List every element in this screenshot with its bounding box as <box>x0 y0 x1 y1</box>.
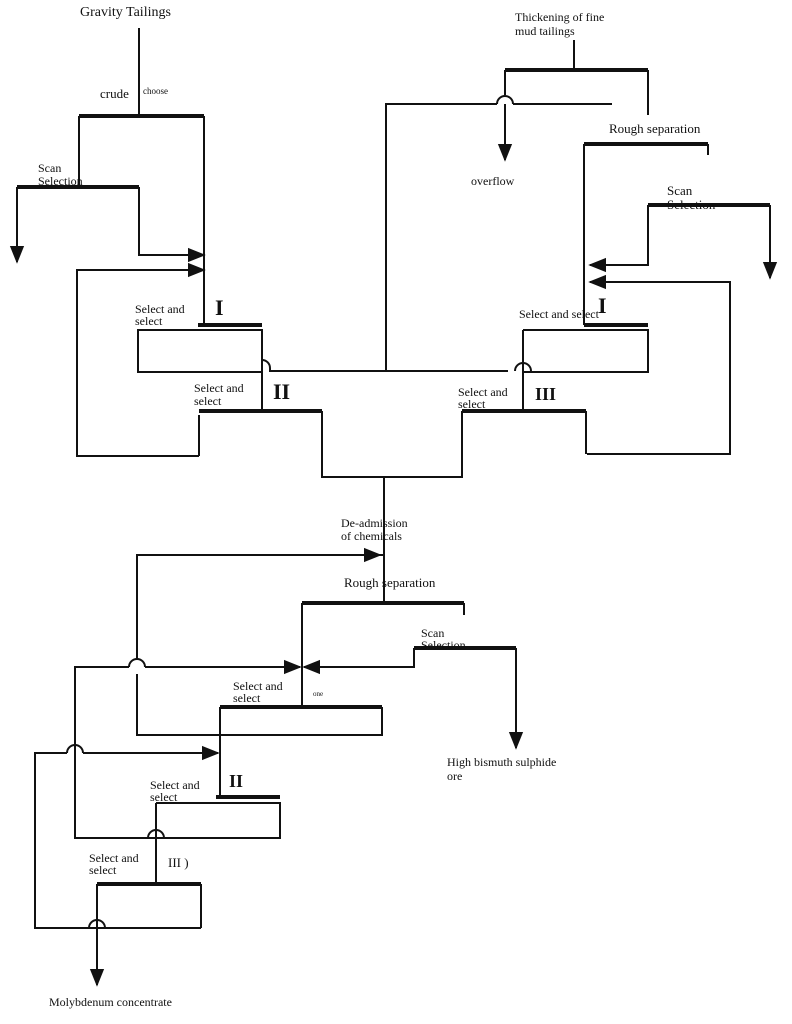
rough-separation-bottom-label: Rough separation <box>344 575 436 590</box>
rough-separation-top-label: Rough separation <box>609 121 701 136</box>
crude-label: crude <box>100 86 129 101</box>
scan-right-label-1: Scan <box>667 183 693 198</box>
roman-I-right: I <box>598 293 607 318</box>
select-III-bottom-label-1: Select and <box>89 851 139 865</box>
hop-97 <box>88 919 106 929</box>
scan-left-return <box>138 187 206 263</box>
scan-bottom-return <box>302 648 415 675</box>
return-upper <box>136 554 384 659</box>
select-II-bottom-label-2: select <box>150 790 178 804</box>
scan-bottom-label-1: Scan <box>421 626 445 640</box>
hop-line-right <box>514 362 532 372</box>
molybdenum-concentrate-label: Molybdenum concentrate <box>49 995 172 1009</box>
one-label: one <box>313 690 324 698</box>
scan-right-label-2: Selection <box>667 197 716 212</box>
roman-I-left: I <box>215 295 224 320</box>
select-I-bottom-label-2: select <box>233 691 261 705</box>
select-I-left-box <box>137 329 263 373</box>
high-bismuth-label-1: High bismuth sulphide <box>447 755 557 769</box>
select-III-bottom-box <box>96 884 202 928</box>
roman-II-left: II <box>273 379 291 404</box>
de-admission-label-2: of chemicals <box>341 529 402 543</box>
roman-III-right: III <box>535 384 557 404</box>
thickening-label-2: mud tailings <box>515 24 575 38</box>
hop-75 <box>66 744 84 754</box>
hop-156 <box>147 829 165 839</box>
choose-label: choose <box>143 86 168 96</box>
select-I-left-label-2: select <box>135 314 163 328</box>
select-III-right-label-1: Select and <box>458 385 508 399</box>
select-II-left-label-2: select <box>194 394 222 408</box>
select-I-left-label-1: Select and <box>135 302 185 316</box>
thickener-underflow <box>385 103 497 371</box>
roman-II-bottom: II <box>229 771 244 791</box>
thickener-hop <box>496 95 514 105</box>
left-outer-return <box>34 752 201 929</box>
select-III-right-left <box>384 411 463 478</box>
select-II-left-label-1: Select and <box>194 381 244 395</box>
scan-bottom-label-2: Selection <box>421 638 466 652</box>
hop-line-left <box>261 358 271 372</box>
thickening-label-1: Thickening of fine <box>515 10 605 24</box>
scan-right-return <box>588 205 649 273</box>
select-II-bottom-box <box>74 666 281 839</box>
gravity-tailings-label: Gravity Tailings <box>80 5 171 20</box>
select-I-right-box <box>523 329 649 373</box>
select-I-bottom-box <box>136 674 383 797</box>
select-I-right-label: Select and select <box>519 307 599 321</box>
hop-137 <box>128 658 146 668</box>
high-bismuth-label-2: ore <box>447 769 463 783</box>
select-III-bottom-label-2: select <box>89 863 117 877</box>
roman-III-bottom: III ) <box>168 855 189 870</box>
select-II-left-right <box>321 411 384 478</box>
middling-return-right <box>587 274 731 455</box>
select-I-bottom-label-1: Select and <box>233 679 283 693</box>
scan-left-label-2: Selection <box>38 174 83 188</box>
de-admission-label-1: De-admission <box>341 516 408 530</box>
overflow-label: overflow <box>471 174 515 188</box>
select-III-right-label-2: select <box>458 397 486 411</box>
select-II-bottom-label-1: Select and <box>150 778 200 792</box>
middling-return-left <box>76 262 206 457</box>
scan-left-label-1: Scan <box>38 161 62 175</box>
